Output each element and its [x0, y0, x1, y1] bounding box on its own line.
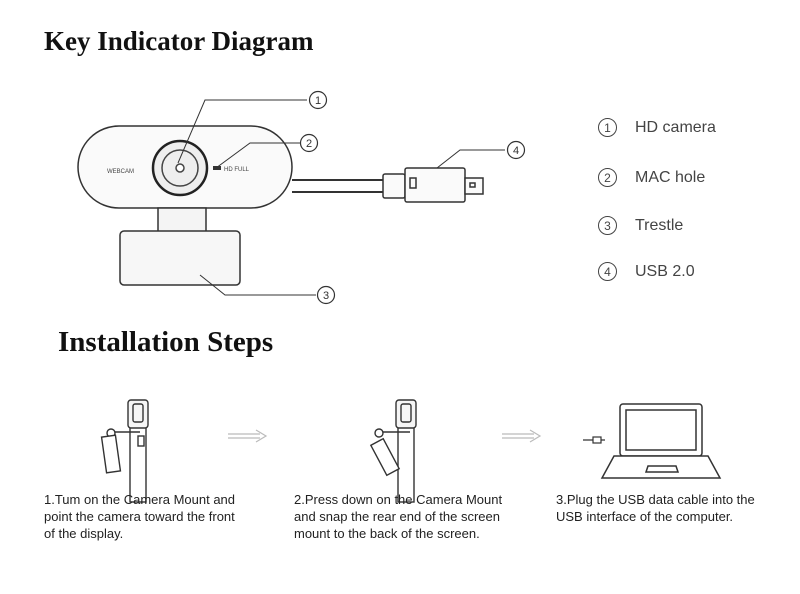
step-2-illustration — [369, 399, 417, 503]
legend-label-3: Trestle — [635, 216, 684, 234]
step-2-text: 2.Press down on the Camera Mount and sna… — [294, 491, 544, 542]
step-2-line-1: 2.Press down on the Camera Mount — [294, 492, 503, 507]
callout-1: 1 — [315, 95, 321, 107]
mic-hole-icon — [213, 166, 221, 170]
callout-numbers: 1 2 3 4 — [299, 90, 526, 305]
callout-2: 2 — [306, 138, 312, 150]
installation-steps-title: Installation Steps — [58, 326, 274, 358]
webcam-illustration — [77, 125, 484, 286]
legend-number-1: 1 — [598, 118, 617, 137]
callout-lines — [177, 99, 505, 296]
legend-number-2: 2 — [598, 168, 617, 187]
legend-number-3: 3 — [598, 216, 617, 235]
laptop-illustration — [583, 403, 722, 479]
step-3-line-2: USB interface of the computer. — [556, 509, 734, 524]
callout-3: 3 — [323, 290, 329, 302]
step-1-line-2: point the camera toward the front — [44, 509, 235, 524]
step-1-line-3: of the display. — [44, 526, 124, 541]
legend-item-3: 3 Trestle — [598, 216, 683, 235]
legend-item-4: 4 USB 2.0 — [598, 262, 695, 281]
hd-full-label: HD FULL — [224, 167, 250, 173]
step-2-line-2: and snap the rear end of the screen — [294, 509, 500, 524]
legend-item-2: 2 MAC hole — [598, 168, 705, 187]
legend-label-1: HD camera — [635, 118, 716, 136]
legend-label-2: MAC hole — [635, 168, 706, 186]
legend-item-1: 1 HD camera — [598, 118, 716, 137]
step-1-illustration — [100, 399, 149, 503]
legend-number-4: 4 — [598, 262, 617, 281]
step-2-line-3: mount to the back of the screen. — [294, 526, 480, 541]
key-indicator-title: Key Indicator Diagram — [44, 26, 314, 56]
arrow-1-icon — [228, 429, 268, 443]
webcam-label: WEBCAM — [107, 169, 134, 175]
step-3-text: 3.Plug the USB data cable into the USB i… — [556, 491, 796, 525]
callout-4: 4 — [513, 145, 519, 157]
step-3-line-1: 3.Plug the USB data cable into the — [556, 492, 755, 507]
step-1-line-1: 1.Tum on the Camera Mount and — [44, 492, 236, 507]
legend-label-4: USB 2.0 — [635, 262, 695, 280]
step-1-text: 1.Tum on the Camera Mount and point the … — [44, 491, 284, 542]
arrow-2-icon — [502, 429, 542, 443]
